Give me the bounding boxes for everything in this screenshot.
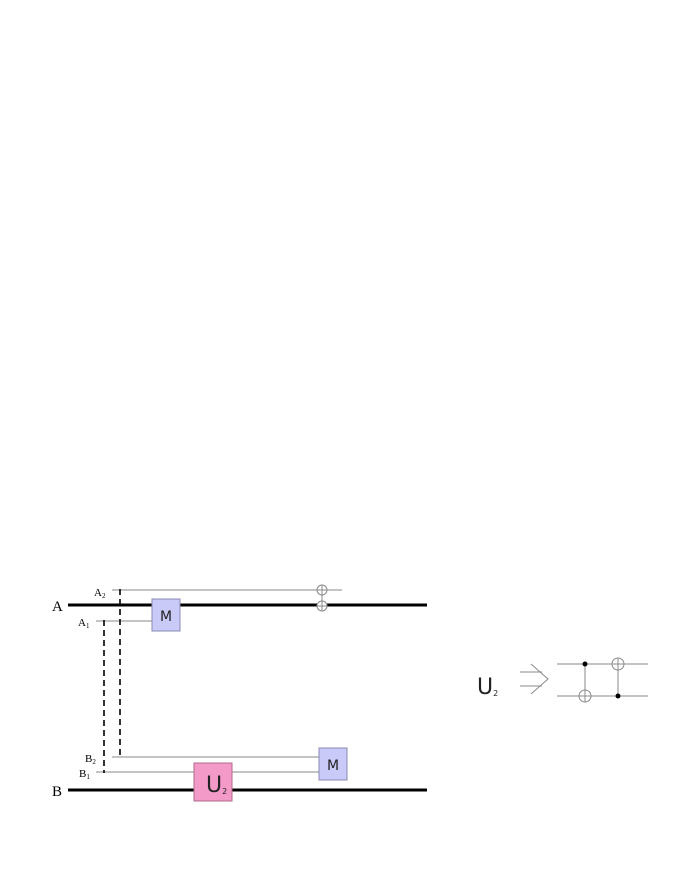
u2-gate-label: U2 (206, 773, 227, 798)
implies-arrow-head-icon (530, 663, 549, 695)
measure-gate-a (151, 598, 181, 632)
wire-a2-label: A2 (94, 587, 106, 600)
wire-b1-label: B1 (79, 768, 90, 781)
measure-gate-b (318, 747, 348, 781)
decomp-cnot2-control-icon (615, 693, 621, 699)
wire-a1-label: A1 (78, 617, 90, 630)
wire-b-label: B (52, 784, 62, 800)
measure-gate-a-label: M (160, 609, 172, 625)
u2-gate (193, 762, 233, 802)
decomp-cnot1-control-icon (582, 661, 588, 667)
wire-b2-label: B2 (85, 753, 96, 766)
wire-a-label: A (52, 599, 63, 615)
decomp-u2-label: U2 (477, 675, 498, 700)
measure-gate-b-label: M (327, 758, 339, 774)
